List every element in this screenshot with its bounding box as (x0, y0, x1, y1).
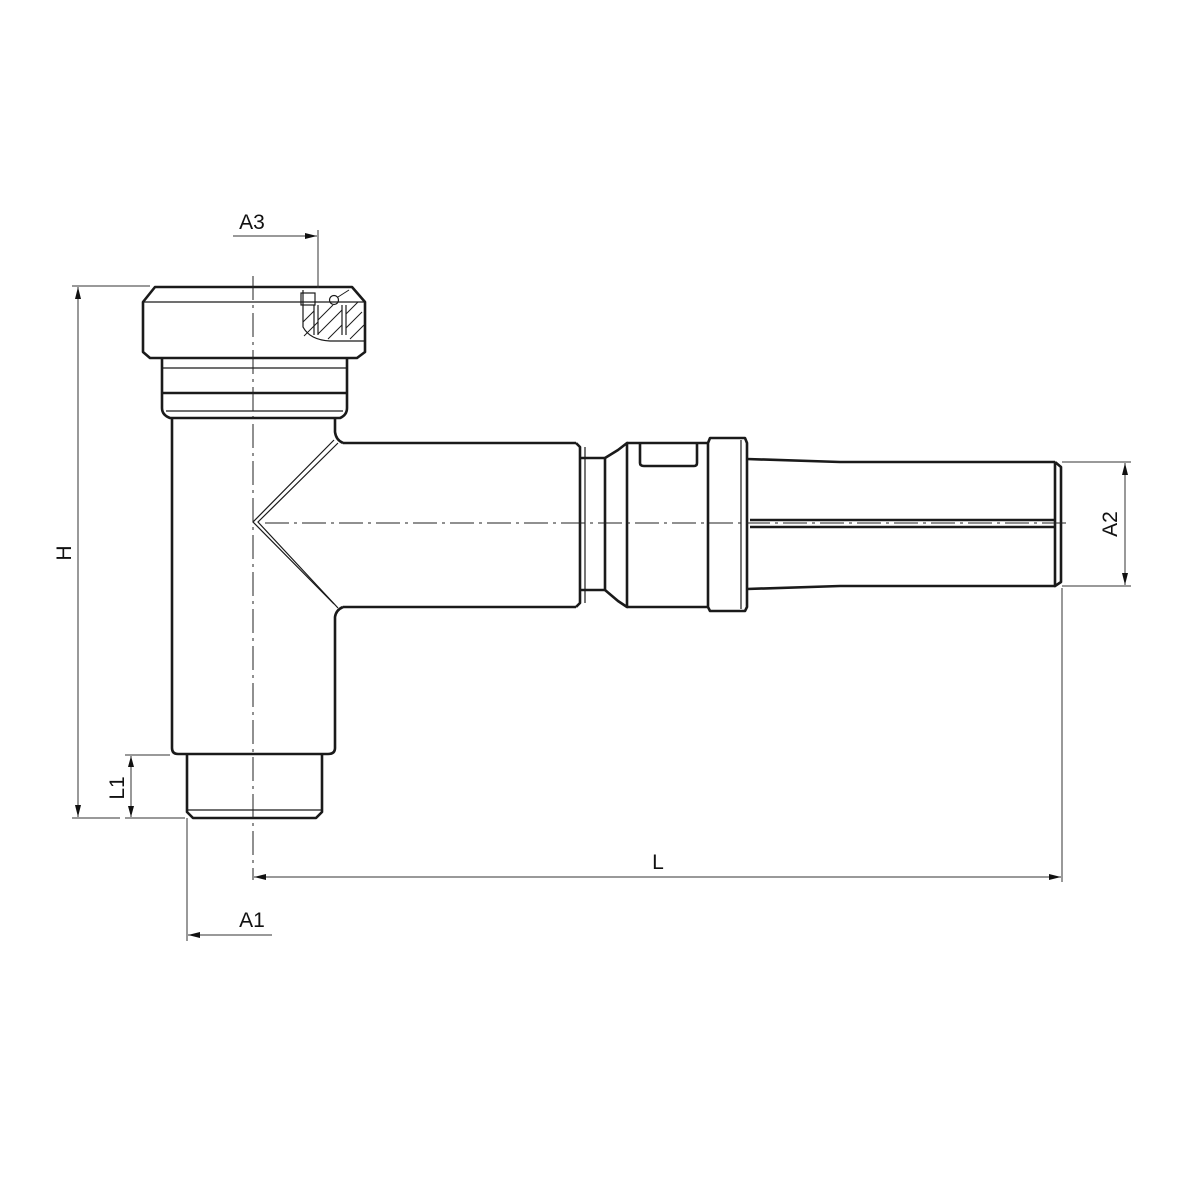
horizontal-branch (343, 436, 1063, 613)
collar (160, 358, 349, 420)
dimension-L1: L1 (106, 754, 185, 819)
dimension-L: L (254, 588, 1063, 882)
dim-label-A2: A2 (1099, 511, 1122, 537)
dim-label-H: H (53, 545, 76, 560)
center-lines (252, 276, 1071, 880)
vertical-body (170, 418, 344, 756)
dim-label-L: L (652, 851, 664, 874)
dim-label-L1: L1 (106, 776, 129, 799)
dim-label-A3: A3 (239, 211, 265, 234)
dimension-A2: A2 (1062, 461, 1131, 587)
bottom-spigot (185, 754, 324, 820)
dimension-A3: A3 (233, 211, 319, 288)
dim-label-A1: A1 (239, 909, 265, 932)
top-nut (141, 285, 367, 360)
dimension-A1: A1 (186, 818, 272, 941)
dimension-H: H (53, 285, 150, 819)
